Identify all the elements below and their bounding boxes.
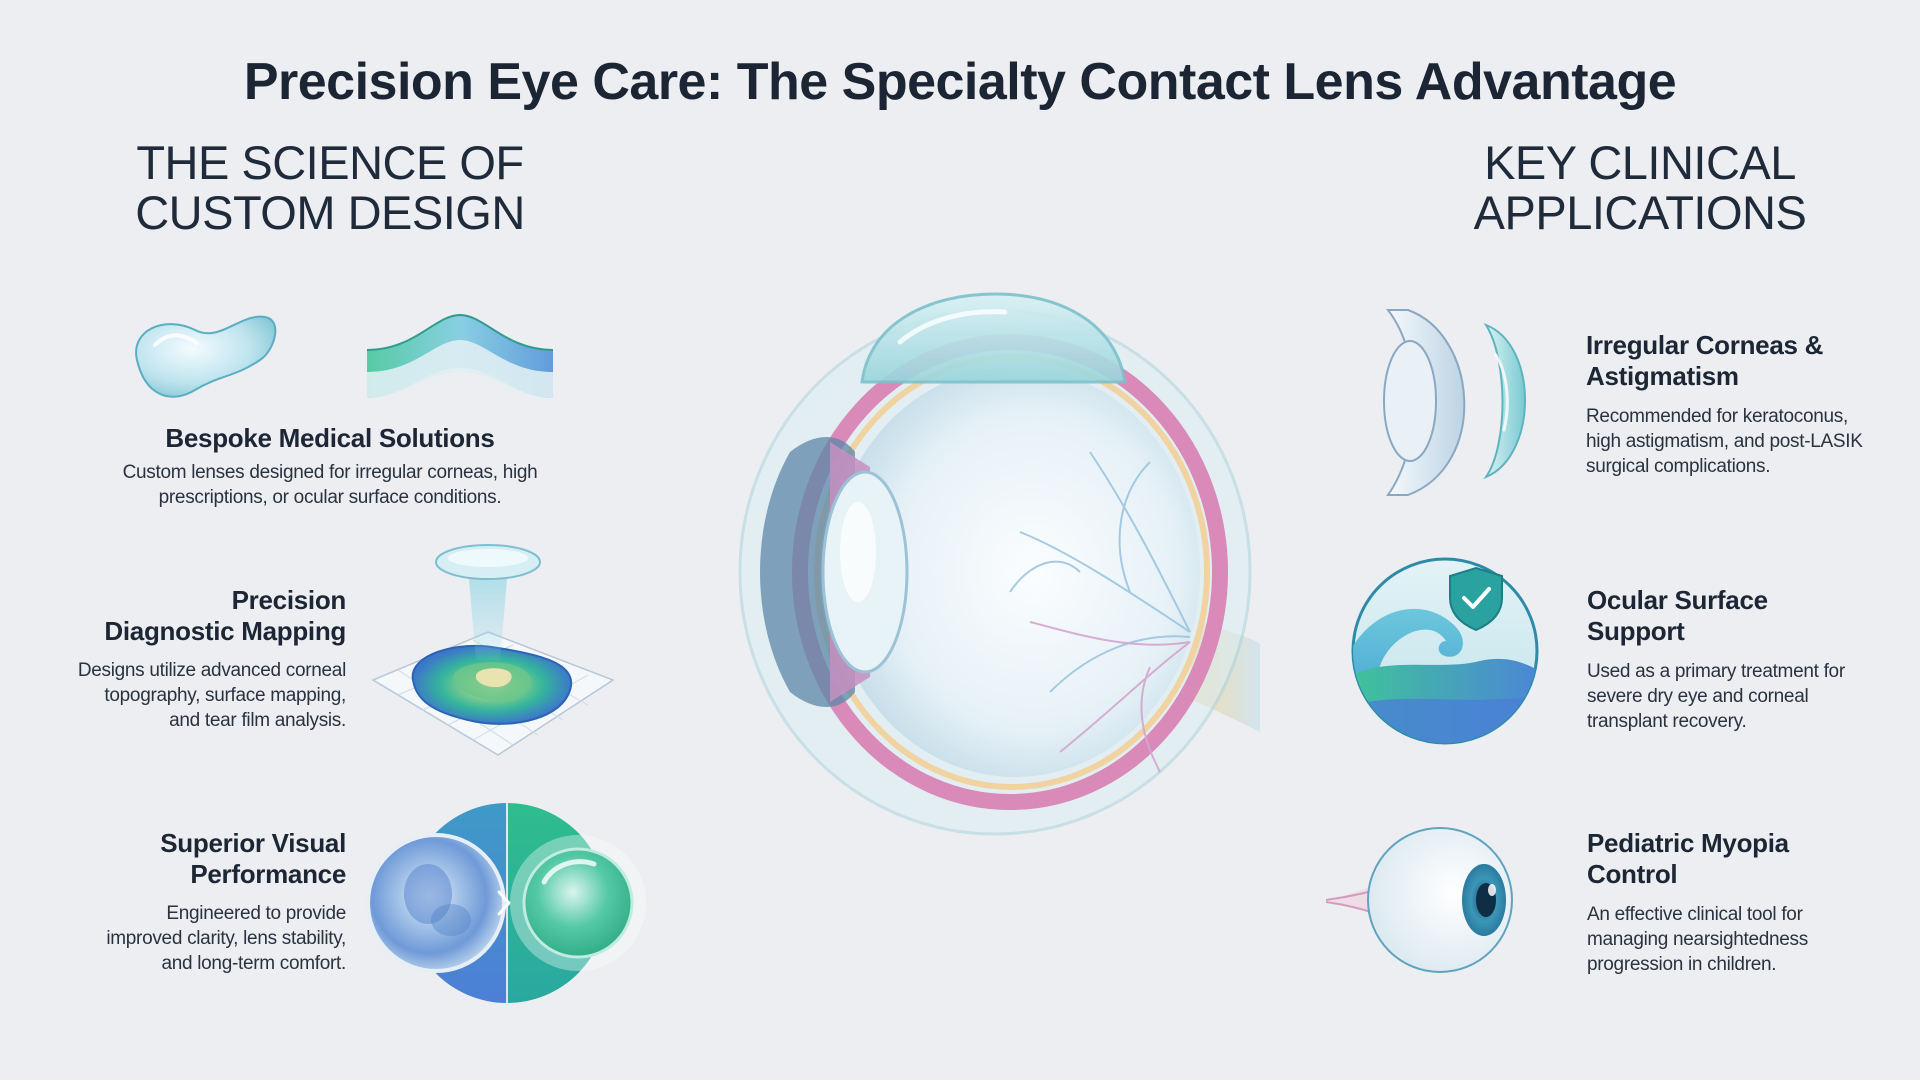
item-mapping-description: Designs utilize advanced corneal topogra… (40, 658, 346, 733)
desc-line: surgical complications. (1586, 456, 1771, 477)
title-line: Performance (190, 859, 346, 889)
title-line: Astigmatism (1586, 361, 1739, 391)
item-ocular: Ocular Surface Support Used as a primary… (1587, 585, 1917, 734)
item-irregular: Irregular Corneas & Astigmatism Recommen… (1586, 330, 1916, 479)
eye-cross-section-icon (730, 292, 1260, 852)
title-line: Precision (231, 585, 347, 615)
item-pediatric: Pediatric Myopia Control An effective cl… (1587, 828, 1917, 977)
desc-line: and tear film analysis. (169, 710, 346, 731)
item-mapping-title: Precision Diagnostic Mapping (40, 585, 346, 647)
desc-line: Engineered to provide (166, 903, 346, 924)
left-heading-line-1: THE SCIENCE OF (136, 136, 524, 189)
desc-line: Recommended for keratoconus, (1586, 406, 1848, 427)
item-visual: Superior Visual Performance Engineered t… (40, 828, 346, 976)
title-line: Ocular Surface (1587, 585, 1768, 615)
left-section-heading: THE SCIENCE OF CUSTOM DESIGN (90, 138, 570, 238)
item-bespoke-title: Bespoke Medical Solutions (90, 423, 570, 454)
eyeball-icon (1325, 824, 1516, 976)
item-visual-description: Engineered to provide improved clarity, … (40, 901, 346, 976)
blur-to-clear-icon (366, 802, 648, 1004)
desc-line: progression in children. (1587, 954, 1777, 975)
title-line: Support (1587, 616, 1685, 646)
item-bespoke: Bespoke Medical Solutions Custom lenses … (90, 423, 570, 510)
desc-line: improved clarity, lens stability, (106, 928, 346, 949)
title-line: Control (1587, 859, 1678, 889)
item-irregular-title: Irregular Corneas & Astigmatism (1586, 330, 1916, 392)
item-visual-title: Superior Visual Performance (40, 828, 346, 890)
item-pediatric-title: Pediatric Myopia Control (1587, 828, 1917, 890)
main-title: Precision Eye Care: The Specialty Contac… (243, 53, 1677, 111)
title-line: Irregular Corneas & (1586, 330, 1824, 360)
item-bespoke-description: Custom lenses designed for irregular cor… (90, 460, 570, 510)
lens-cross-section-icon (365, 310, 555, 402)
item-pediatric-description: An effective clinical tool for managing … (1587, 902, 1917, 977)
title-line: Diagnostic Mapping (104, 616, 346, 646)
item-bespoke-title-line: Bespoke Medical Solutions (165, 423, 495, 453)
desc-line: topography, surface mapping, (104, 685, 346, 706)
title-line: Pediatric Myopia (1587, 828, 1789, 858)
desc-line: Designs utilize advanced corneal (77, 660, 346, 681)
right-section-heading: KEY CLINICAL APPLICATIONS (1400, 138, 1880, 238)
desc-line: An effective clinical tool for (1587, 904, 1803, 925)
desc-line: Custom lenses designed for irregular cor… (122, 462, 538, 483)
right-heading-line-2: APPLICATIONS (1473, 186, 1807, 239)
desc-line: high astigmatism, and post-LASIK (1586, 431, 1863, 452)
desc-line: Used as a primary treatment for (1587, 661, 1845, 682)
item-mapping: Precision Diagnostic Mapping Designs uti… (40, 585, 346, 733)
item-irregular-description: Recommended for keratoconus, high astigm… (1586, 404, 1916, 479)
left-heading-line-2: CUSTOM DESIGN (135, 186, 525, 239)
cornea-lens-icon (1368, 305, 1536, 497)
right-heading-line-1: KEY CLINICAL (1484, 136, 1796, 189)
desc-line: severe dry eye and corneal (1587, 686, 1809, 707)
desc-line: and long-term comfort. (161, 953, 346, 974)
desc-line: managing nearsightedness (1587, 929, 1808, 950)
custom-lens-icon (125, 305, 285, 415)
item-ocular-title: Ocular Surface Support (1587, 585, 1917, 647)
topography-map-icon (368, 540, 618, 762)
desc-line: transplant recovery. (1587, 711, 1747, 732)
title-line: Superior Visual (160, 828, 346, 858)
desc-line: prescriptions, or ocular surface conditi… (158, 487, 502, 508)
item-ocular-description: Used as a primary treatment for severe d… (1587, 659, 1917, 734)
wave-shield-icon (1350, 556, 1540, 746)
